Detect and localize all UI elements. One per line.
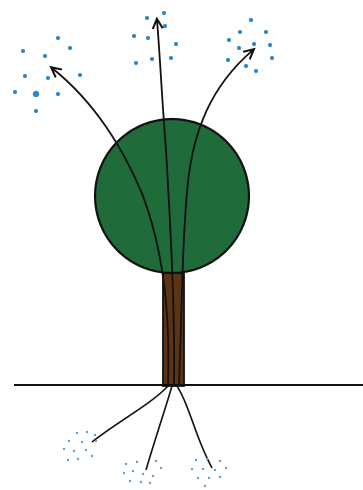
- soil-water-cluster-left: [63, 431, 97, 461]
- soil-water-cluster-middle: [123, 460, 162, 484]
- water-vapor-cluster-right: [226, 18, 274, 73]
- root-path-middle: [146, 386, 172, 470]
- water-vapor-cluster-left: [13, 36, 82, 113]
- root-path-right: [177, 386, 212, 468]
- water-vapor-cluster-middle: [132, 11, 178, 65]
